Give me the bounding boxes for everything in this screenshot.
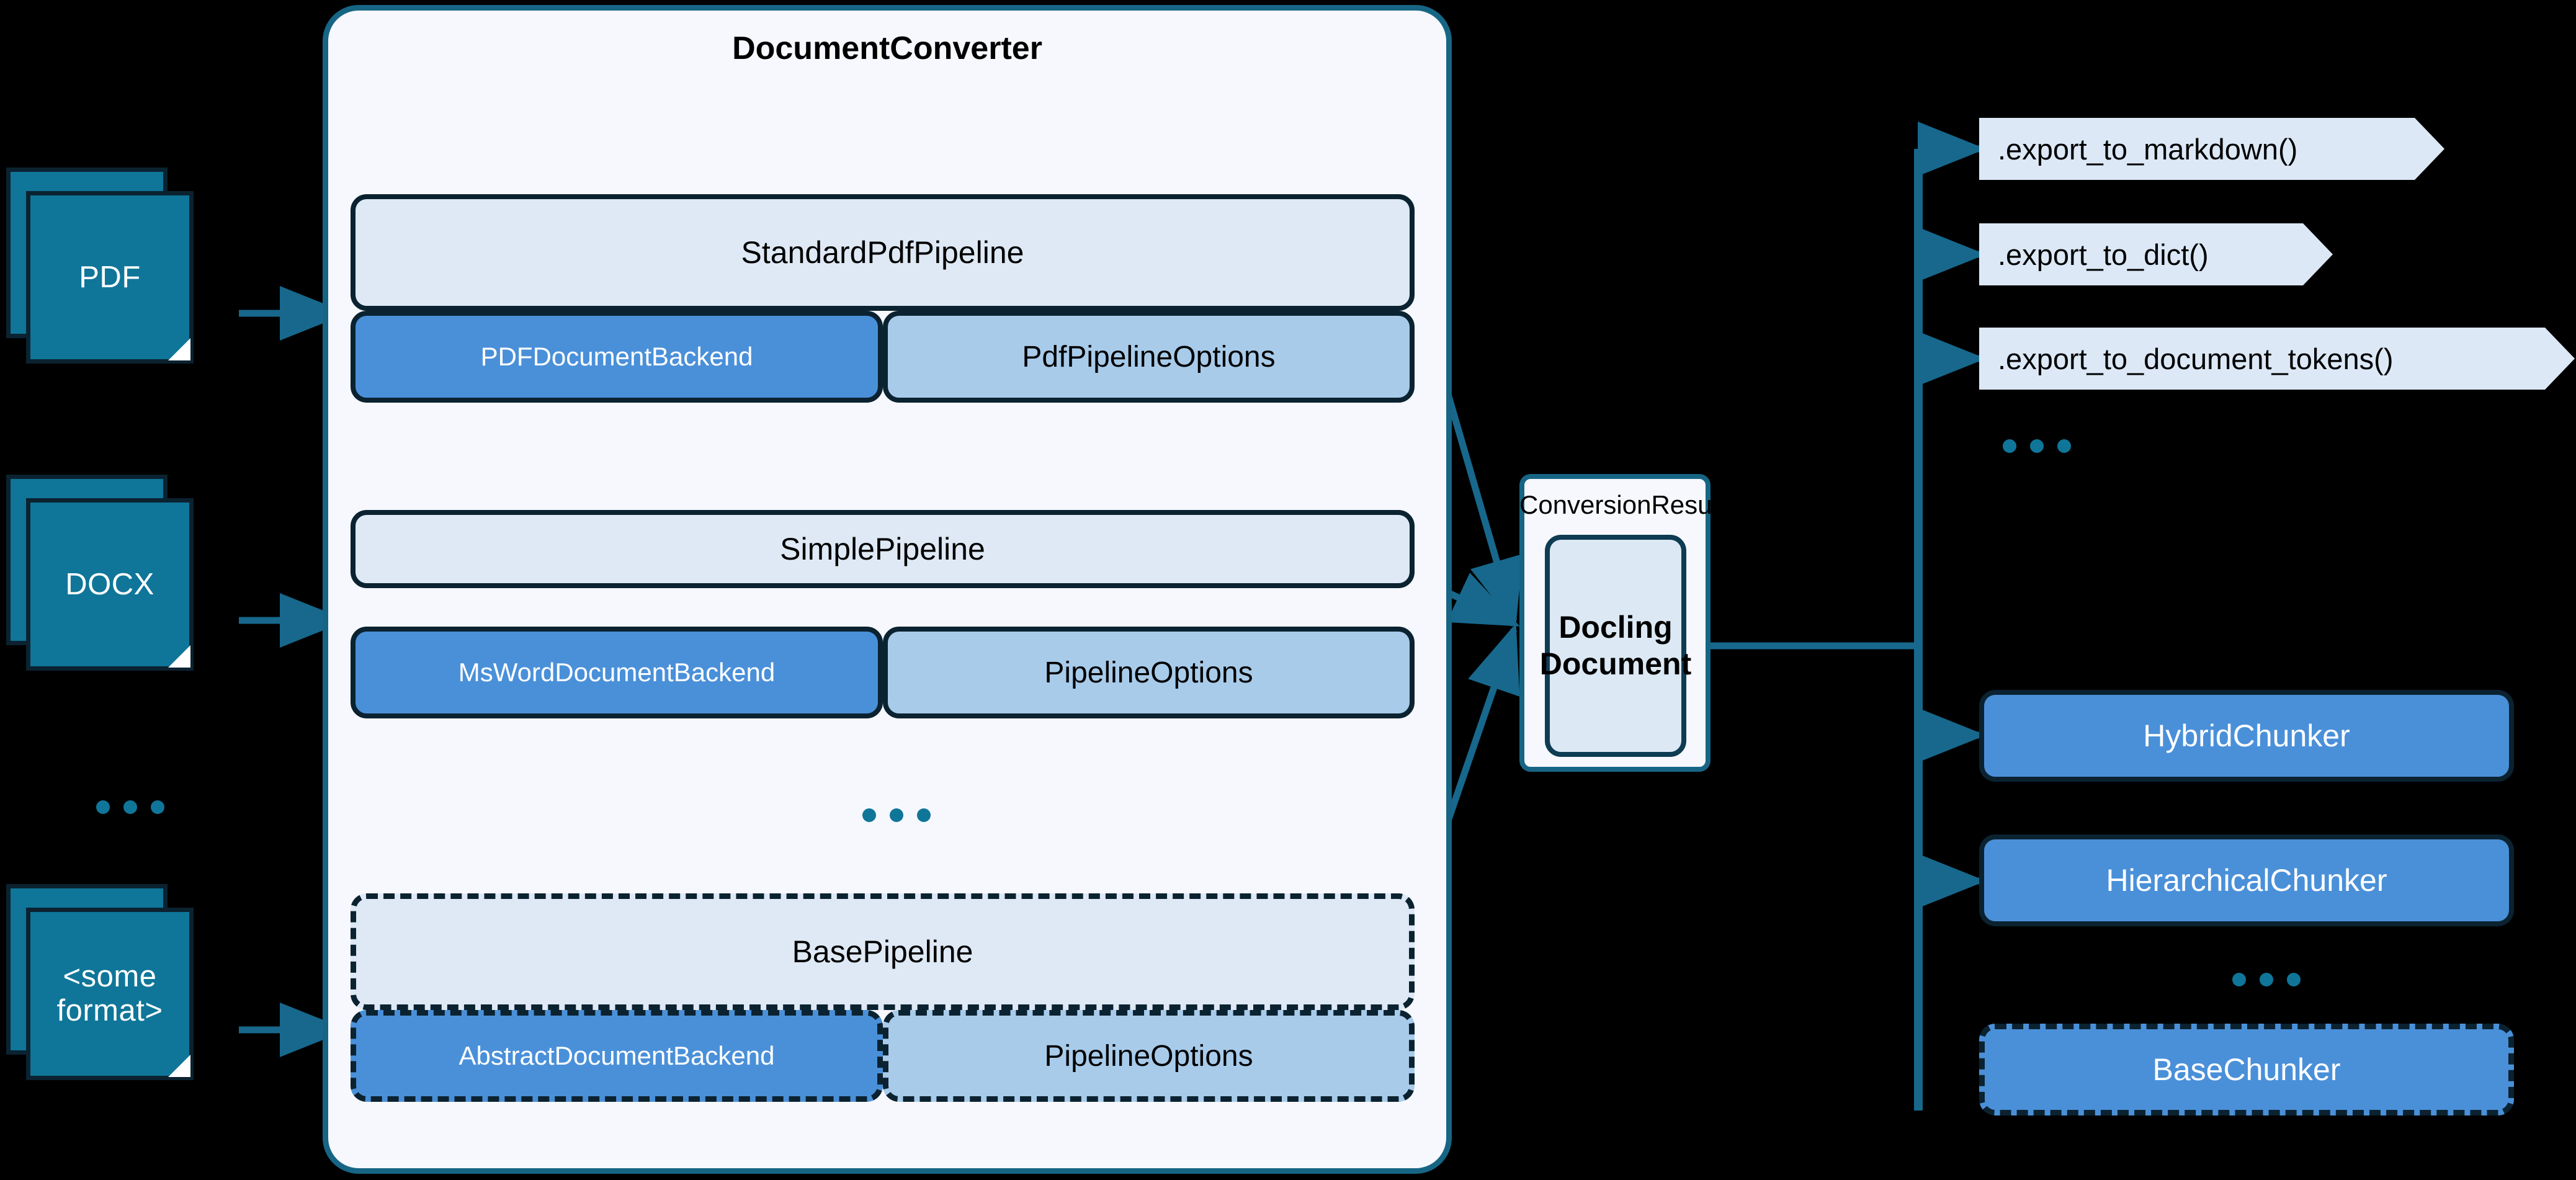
page-fold-inner-icon [168, 1055, 190, 1077]
chunker-hybrid[interactable]: HybridChunker [1979, 690, 2514, 782]
document-front-sheet: PDF [26, 191, 194, 364]
conversion-result-label: ConversionResult [1519, 490, 1725, 519]
document-front-sheet: <some format> [26, 908, 194, 1080]
chunker-hierarchical[interactable]: HierarchicalChunker [1979, 834, 2514, 926]
export-method-label: .export_to_dict() [1998, 238, 2209, 271]
chunker-label: HybridChunker [2143, 718, 2350, 753]
options-label: PdfPipelineOptions [1022, 340, 1276, 373]
page-fold-inner-icon [168, 645, 190, 668]
pipeline-name: StandardPdfPipeline [741, 235, 1024, 270]
pipeline-standard-pdf-header[interactable]: StandardPdfPipeline [351, 194, 1415, 311]
export-to-dict-chevron[interactable]: .export_to_dict() [1979, 223, 2333, 285]
exports-ellipsis [2003, 439, 2071, 453]
export-to-document-tokens-chevron[interactable]: .export_to_document_tokens() [1979, 328, 2575, 390]
pipeline-base-options[interactable]: PipelineOptions [883, 1010, 1415, 1102]
pipeline-name: BasePipeline [792, 934, 973, 969]
chunkers-ellipsis [2232, 973, 2301, 986]
pipeline-standard-pdf-options[interactable]: PdfPipelineOptions [883, 311, 1415, 403]
backend-label: PDFDocumentBackend [480, 342, 753, 371]
input-document-label: <some format> [56, 960, 163, 1027]
backend-label: AbstractDocumentBackend [458, 1041, 775, 1070]
pipeline-standard-pdf-backend[interactable]: PDFDocumentBackend [351, 311, 883, 403]
page-fold-inner-icon [168, 338, 190, 360]
export-to-markdown-chevron[interactable]: .export_to_markdown() [1979, 118, 2444, 180]
export-method-label: .export_to_document_tokens() [1998, 342, 2394, 375]
input-document-label: DOCX [65, 567, 154, 601]
options-label: PipelineOptions [1044, 1039, 1253, 1073]
chunker-label: BaseChunker [2152, 1052, 2341, 1087]
options-label: PipelineOptions [1044, 656, 1253, 689]
export-method-label: .export_to_markdown() [1998, 132, 2298, 166]
input-document-label: PDF [79, 260, 141, 294]
document-converter-title: DocumentConverter [732, 30, 1042, 66]
backend-label: MsWordDocumentBackend [458, 658, 776, 687]
pipeline-simple-header-spacer [351, 510, 1415, 627]
chunker-base[interactable]: BaseChunker [1979, 1024, 2514, 1115]
converter-ellipsis [862, 808, 931, 822]
pipeline-simple-options[interactable]: PipelineOptions [883, 627, 1415, 718]
document-front-sheet: DOCX [26, 498, 194, 671]
docling-document-box[interactable]: Docling Document [1540, 535, 1691, 757]
pipeline-simple-header[interactable]: SimplePipeline [351, 510, 1415, 588]
pipeline-base-backend[interactable]: AbstractDocumentBackend [351, 1010, 883, 1102]
docling-document-line1: Docling [1559, 610, 1673, 645]
pipeline-base-header[interactable]: BasePipeline [351, 893, 1415, 1010]
input-ellipsis [96, 800, 164, 814]
chunker-label: HierarchicalChunker [2106, 863, 2387, 898]
docling-document-line2: Document [1539, 646, 1692, 681]
pipeline-simple-backend[interactable]: MsWordDocumentBackend [351, 627, 883, 718]
pipeline-name: SimplePipeline [780, 532, 985, 566]
